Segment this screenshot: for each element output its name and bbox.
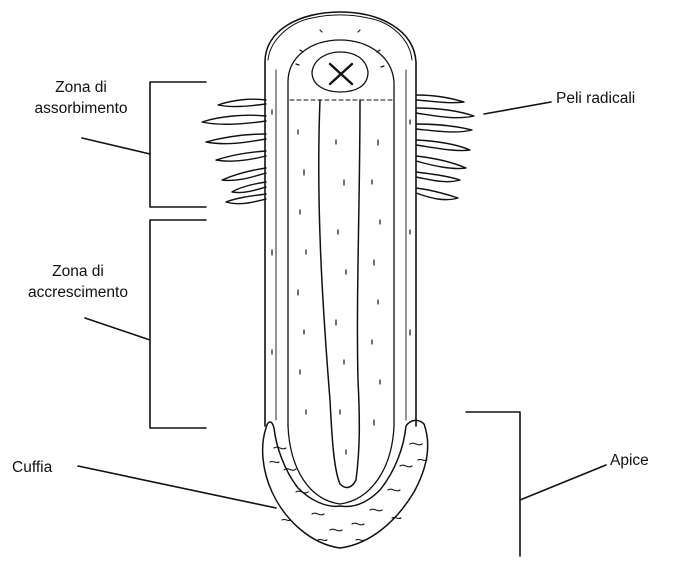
growth-zone-bracket [150, 220, 206, 428]
absorption-zone-leader [82, 138, 150, 154]
root-body [265, 12, 416, 504]
growth-zone-label-line2: accrescimento [14, 283, 142, 304]
absorption-zone-bracket [150, 82, 206, 207]
cell-stipple [272, 30, 410, 454]
root-hairs-right [416, 95, 474, 200]
root-cap-label: Cuffia [12, 458, 52, 479]
growth-zone-label: Zona di accrescimento [14, 262, 142, 304]
growth-zone-leader [85, 318, 150, 340]
root-cap [263, 420, 428, 548]
root-hairs-left [202, 99, 266, 203]
root-hairs-label: Peli radicali [556, 89, 635, 110]
apex-label: Apice [610, 451, 649, 472]
absorption-zone-label: Zona di assorbimento [26, 78, 136, 120]
absorption-zone-label-line2: assorbimento [26, 99, 136, 120]
absorption-zone-label-line1: Zona di [26, 78, 136, 99]
apex-leader [520, 465, 606, 500]
apex-bracket [466, 412, 520, 556]
growth-zone-label-line1: Zona di [14, 262, 142, 283]
root-cap-leader [78, 466, 276, 508]
root-hairs-leader [484, 102, 551, 114]
